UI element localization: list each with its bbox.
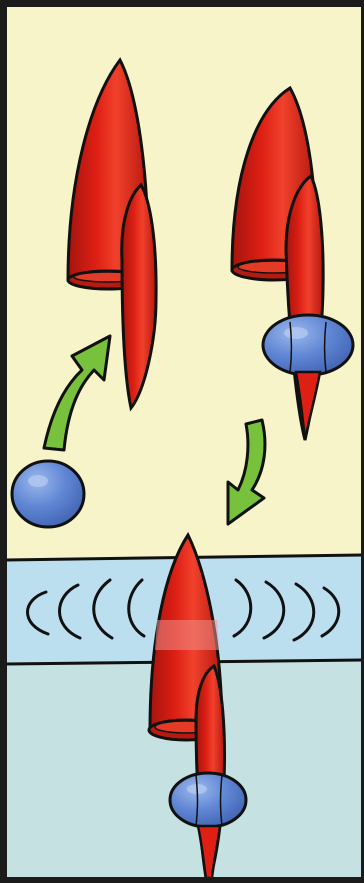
loose-ball-left [12, 461, 84, 527]
ball-on-spike-bottom [170, 773, 246, 827]
ball-on-spike-top-right [263, 315, 353, 375]
